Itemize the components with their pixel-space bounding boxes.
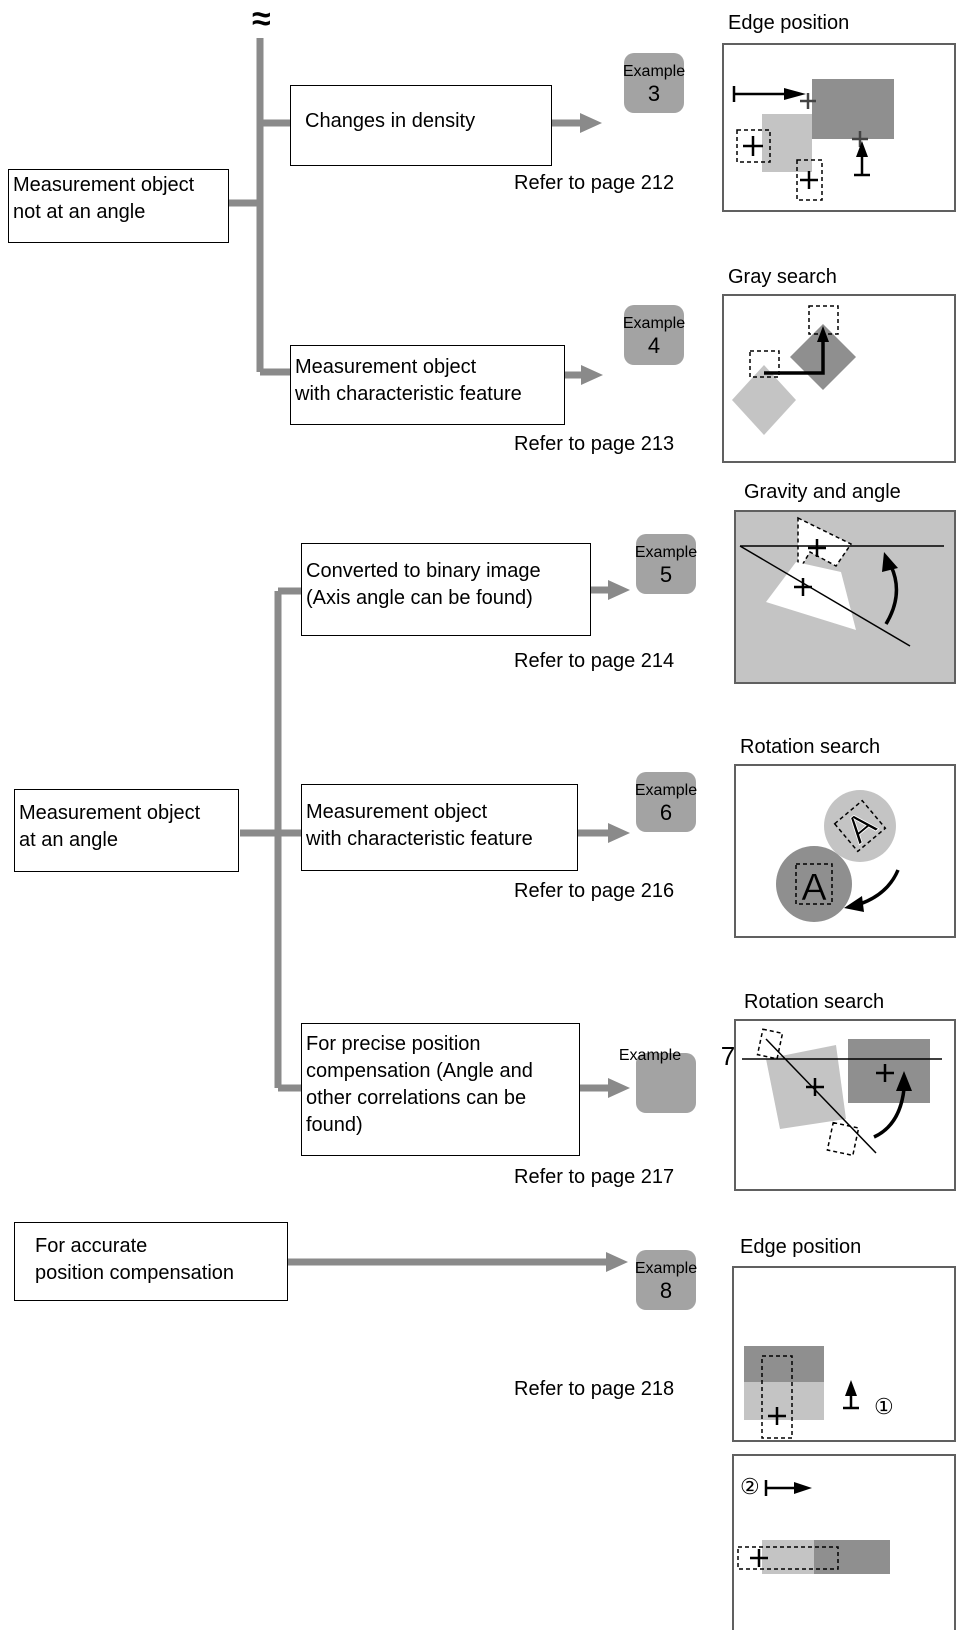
label-line: at an angle	[19, 829, 118, 851]
panel-rotation-search-1: A A	[734, 764, 956, 938]
marker-1: ①	[874, 1394, 894, 1419]
branch-characteristic-feature-2: Measurement object with characteristic f…	[301, 784, 578, 871]
gravity-angle-illustration	[739, 516, 944, 647]
arrow-right-icon	[784, 88, 806, 100]
page-ref-218: Refer to page 218	[514, 1378, 675, 1400]
label-line: found)	[306, 1114, 363, 1136]
arrow-head-6	[606, 1252, 628, 1272]
label-line: with characteristic feature	[295, 383, 522, 405]
example-number: 5	[659, 562, 673, 587]
example-badge-3: Example 3	[623, 53, 685, 113]
light-circle	[824, 790, 896, 862]
label-line: For precise position	[306, 1033, 481, 1055]
caption-edge-position-2: Edge position	[740, 1236, 862, 1258]
caption-edge-position-1: Edge position	[728, 12, 850, 34]
example-badge-4: Example 4	[623, 305, 685, 365]
label-line: not at an angle	[13, 201, 146, 223]
arrow-head-1	[580, 113, 602, 133]
label-line: compensation (Angle and	[306, 1060, 533, 1082]
example-number: 3	[647, 81, 661, 106]
dark-block	[848, 1039, 930, 1103]
example-label: Example	[634, 782, 698, 799]
light-diamond	[732, 365, 796, 435]
panel-edge-position-2a: ①	[732, 1266, 956, 1442]
label-line: Measurement object	[306, 801, 488, 823]
arrow-head-5	[608, 1078, 630, 1098]
branch-binary-image: Converted to binary image (Axis angle ca…	[301, 543, 591, 636]
example-badge-6: Example 6	[635, 772, 697, 832]
label-line: For accurate	[35, 1235, 148, 1257]
page-ref-216: Refer to page 216	[514, 880, 675, 902]
dashed-shape	[797, 516, 853, 575]
example-label: Example	[622, 315, 686, 332]
branch-changes-in-density: Changes in density	[290, 85, 552, 166]
arrow-up-icon	[856, 141, 868, 157]
gray-search-illustration	[732, 305, 856, 435]
branch-characteristic-feature-1: Measurement object with characteristic f…	[290, 345, 565, 425]
edge-position-2a-illustration	[744, 1346, 859, 1439]
label-line: with characteristic feature	[306, 828, 533, 850]
white-shape	[766, 562, 856, 630]
example-number: 7	[720, 1041, 736, 1071]
glyph-a: A	[801, 867, 827, 909]
label-accurate-compensation: For accurate position compensation	[14, 1222, 288, 1301]
example-badge-7: Example 7	[619, 1041, 735, 1113]
panel-gravity-angle	[734, 510, 956, 684]
edge-position-2b-illustration	[737, 1480, 890, 1574]
label-line: Converted to binary image	[306, 560, 541, 582]
marker-2: ②	[740, 1474, 760, 1499]
arrow-up-icon	[817, 326, 829, 342]
example-number: 8	[659, 1278, 673, 1303]
page-ref-213: Refer to page 213	[514, 433, 675, 455]
label-at-angle: Measurement object at an angle	[14, 789, 239, 872]
dark-block	[744, 1346, 824, 1382]
rotation-search-illustration: A A	[776, 790, 900, 922]
label-line: Changes in density	[305, 110, 476, 132]
label-line: Measurement object	[13, 174, 195, 196]
example-label: Example	[634, 544, 698, 561]
page-ref-217: Refer to page 217	[514, 1166, 675, 1188]
branch-precise-compensation: For precise position compensation (Angle…	[301, 1023, 580, 1156]
dark-block	[812, 79, 894, 139]
dark-circle	[776, 846, 852, 922]
arrow-head-2	[581, 365, 603, 385]
label-line: position compensation	[35, 1262, 235, 1284]
caption-gray-search: Gray search	[728, 266, 837, 288]
example-badge-8: Example 8	[635, 1250, 697, 1310]
caption-gravity-angle: Gravity and angle	[744, 481, 901, 503]
light-block	[744, 1382, 824, 1420]
label-line: other correlations can be	[306, 1087, 527, 1109]
arrow-head-3	[608, 580, 630, 600]
label-not-at-angle: Measurement object not at an angle	[8, 169, 229, 243]
arrow-right-icon	[794, 1482, 812, 1494]
example-label: Example	[634, 1260, 698, 1277]
example-number: 4	[647, 333, 661, 358]
panel-gray-search	[722, 294, 956, 463]
panel-rotation-search-2	[734, 1019, 956, 1191]
page-ref-214: Refer to page 214	[514, 650, 675, 672]
panel-edge-position-1	[722, 43, 956, 212]
label-line: Measurement object	[19, 802, 201, 824]
caption-rotation-search-2: Rotation search	[744, 991, 885, 1013]
page-ref-212: Refer to page 212	[514, 172, 675, 194]
arrow-up-icon	[896, 1071, 912, 1091]
arrow-up-icon	[882, 552, 898, 572]
panel-edge-position-2b: ②	[732, 1454, 956, 1630]
arrow-up-icon	[845, 1380, 857, 1396]
label-line: (Axis angle can be found)	[306, 587, 533, 609]
caption-rotation-search-1: Rotation search	[740, 736, 881, 758]
rotate-arrow-icon	[844, 896, 864, 912]
rotation-search-2-illustration	[742, 1028, 942, 1157]
example-badge-5: Example 5	[635, 534, 697, 594]
arrow-head-4	[608, 823, 630, 843]
label-line: Measurement object	[295, 356, 477, 378]
break-mark: ≈	[252, 0, 271, 38]
edge-position-illustration	[732, 79, 894, 201]
example-label: Example	[618, 1047, 682, 1064]
example-number: 6	[659, 800, 673, 825]
example-label: Example	[622, 63, 686, 80]
